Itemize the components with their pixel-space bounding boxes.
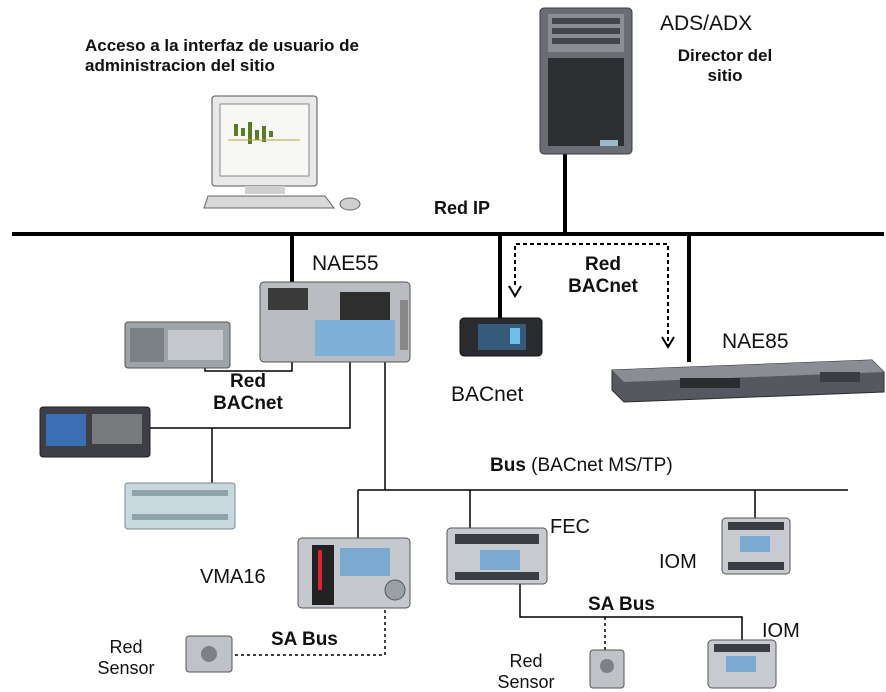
bacnet-device-label: BACnet	[451, 383, 524, 406]
red-ip-label: Red IP	[434, 198, 491, 218]
iom-1-label: IOM	[659, 551, 697, 573]
iom-2-label: IOM	[762, 620, 800, 642]
vma16-device-icon	[297, 537, 411, 609]
bacnet-device-icon	[459, 317, 543, 357]
left-controller-1-icon	[124, 321, 231, 369]
arrowhead-right	[661, 336, 675, 349]
nae55-label: NAE55	[312, 252, 379, 275]
sensor-mid-label: Red Sensor	[497, 651, 555, 692]
red-bacnet-top-label: Red BACnet	[568, 254, 638, 297]
sa-bus-left-label: SA Bus	[271, 629, 338, 650]
sensor-left-label: Red Sensor	[97, 637, 155, 678]
sensor-mid-icon	[589, 649, 625, 689]
fec-label: FEC	[550, 516, 590, 538]
workstation-icon	[203, 95, 361, 211]
iom-1-device-icon	[721, 517, 791, 575]
nae55-device-icon	[259, 281, 411, 363]
ads-server-icon	[539, 7, 633, 155]
ui-access-label: Acceso a la interfaz de usuario de admin…	[85, 36, 359, 75]
sensor-left-icon	[185, 635, 233, 673]
left-controller-2-icon	[39, 406, 151, 458]
left-io-module-icon	[124, 482, 236, 530]
bus-label: Bus (BACnet MS/TP)	[490, 455, 673, 476]
ads-adx-label: ADS/ADX	[660, 12, 753, 35]
nae85-device-icon	[611, 359, 885, 403]
red-bacnet-left-label: Red BACnet	[213, 371, 283, 414]
iom-2-device-icon	[707, 639, 777, 689]
sa-bus-line-right	[519, 582, 743, 643]
fec-device-icon	[446, 527, 548, 585]
director-label: Director del sitio	[677, 46, 773, 85]
sa-bus-line-left	[232, 610, 386, 656]
nae85-label: NAE85	[722, 330, 789, 353]
vma16-label: VMA16	[200, 566, 266, 588]
sa-bus-right-label: SA Bus	[588, 594, 655, 615]
arrowhead-left	[508, 285, 522, 298]
